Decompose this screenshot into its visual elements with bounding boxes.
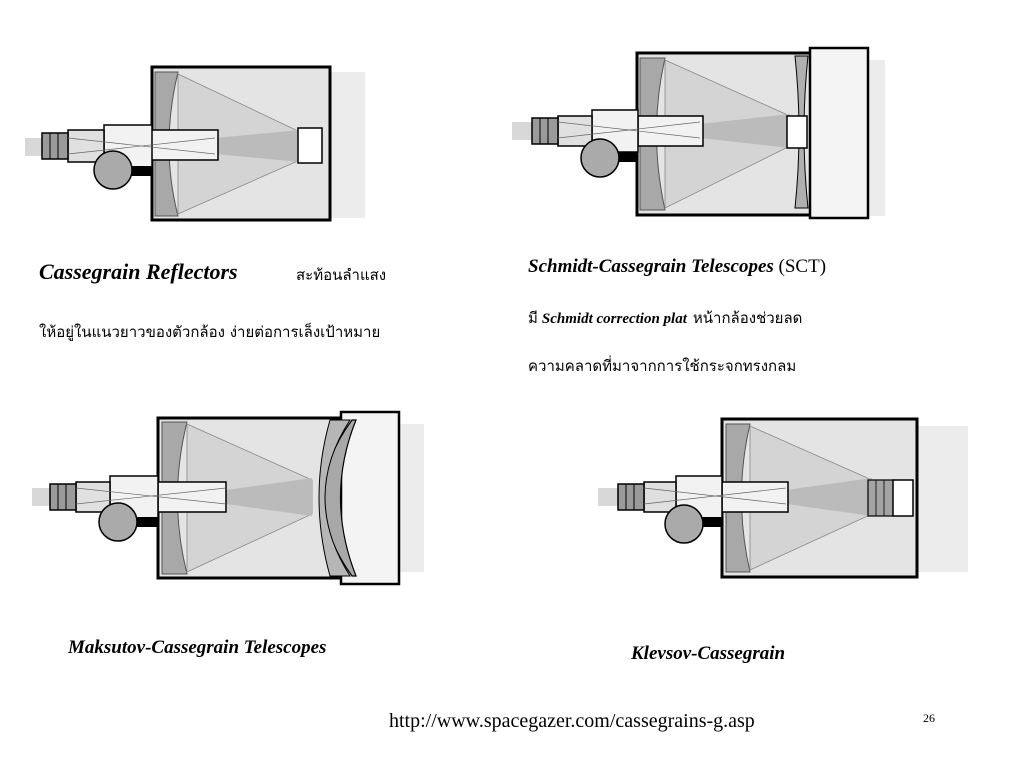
- secondary-cone: [215, 130, 300, 162]
- sct-description-line2: ความคลาดที่มาจากการใช้กระจกทรงกลม: [528, 357, 797, 375]
- meniscus-lens-body: [318, 419, 351, 577]
- eyepiece-barrel: [557, 115, 593, 147]
- secondary-cone: [700, 114, 790, 148]
- sct-description-line1: มีSchmidt correction plat หน้ากล้องช่วยลด: [528, 306, 802, 330]
- focus-rays: [643, 487, 787, 505]
- secondary-cone: [786, 478, 872, 516]
- maksutov-title: Maksutov-Cassegrain Telescopes: [68, 637, 327, 658]
- klevsov-title: Klevsov-Cassegrain: [631, 643, 786, 664]
- cassegrain-reflector-diagram: [25, 65, 365, 222]
- sct-mi-word: มี: [528, 309, 538, 327]
- secondary-cone: [226, 478, 312, 516]
- baffle-tube: [721, 481, 789, 513]
- eyepiece: [49, 483, 77, 511]
- sct-abbreviation: (SCT): [778, 256, 827, 277]
- baffle-tube: [157, 481, 227, 513]
- focuser-knob: [98, 502, 138, 542]
- eyepiece: [531, 117, 559, 145]
- focus-rays: [67, 137, 216, 155]
- eyepiece: [41, 132, 69, 160]
- focus-rays: [557, 121, 701, 139]
- secondary-mirror: [892, 479, 914, 517]
- eyepiece-barrel: [75, 481, 111, 513]
- dew-shield: [339, 410, 401, 586]
- sct-description-line1-thai: หน้ากล้องช่วยลด: [692, 309, 803, 327]
- sct-corrector-plate-term: Schmidt correction plat: [541, 311, 687, 327]
- focuser-clamp: [694, 517, 722, 527]
- focuser-clamp: [128, 517, 158, 527]
- schmidt-cassegrain-diagram: [512, 46, 885, 220]
- cassegrain-title: Cassegrain Reflectors: [39, 259, 238, 284]
- focuser-clamp: [610, 152, 638, 162]
- corrector-lens-group: [867, 479, 895, 517]
- secondary-mirror: [786, 115, 808, 149]
- focuser-knob: [664, 504, 704, 544]
- cassegrain-description-line2: ให้อยู่ในแนวยาวของตัวกล้อง ง่ายต่อการเล็…: [39, 323, 381, 341]
- page-number: 26: [923, 711, 935, 725]
- cassegrain-description-line1: สะท้อนลำแสง: [296, 266, 387, 284]
- baffle-tube: [637, 115, 704, 147]
- eyepiece: [617, 483, 645, 511]
- focuser-knob: [93, 150, 133, 190]
- sct-title: Schmidt-Cassegrain Telescopes: [528, 256, 774, 277]
- dew-shield: [808, 46, 870, 220]
- focus-rays: [75, 487, 227, 505]
- klevsov-cassegrain-diagram: [598, 417, 968, 579]
- focuser-knob: [580, 138, 620, 178]
- sct-heading: Schmidt-Cassegrain Telescopes (SCT): [528, 256, 826, 278]
- secondary-mirror: [297, 127, 323, 164]
- baffle-tube: [149, 129, 219, 161]
- source-url[interactable]: http://www.spacegazer.com/cassegrains-g.…: [389, 710, 755, 732]
- eyepiece-barrel: [643, 481, 677, 513]
- maksutov-cassegrain-diagram: [32, 410, 424, 586]
- eyepiece-barrel: [67, 129, 105, 163]
- focuser-clamp: [122, 166, 152, 176]
